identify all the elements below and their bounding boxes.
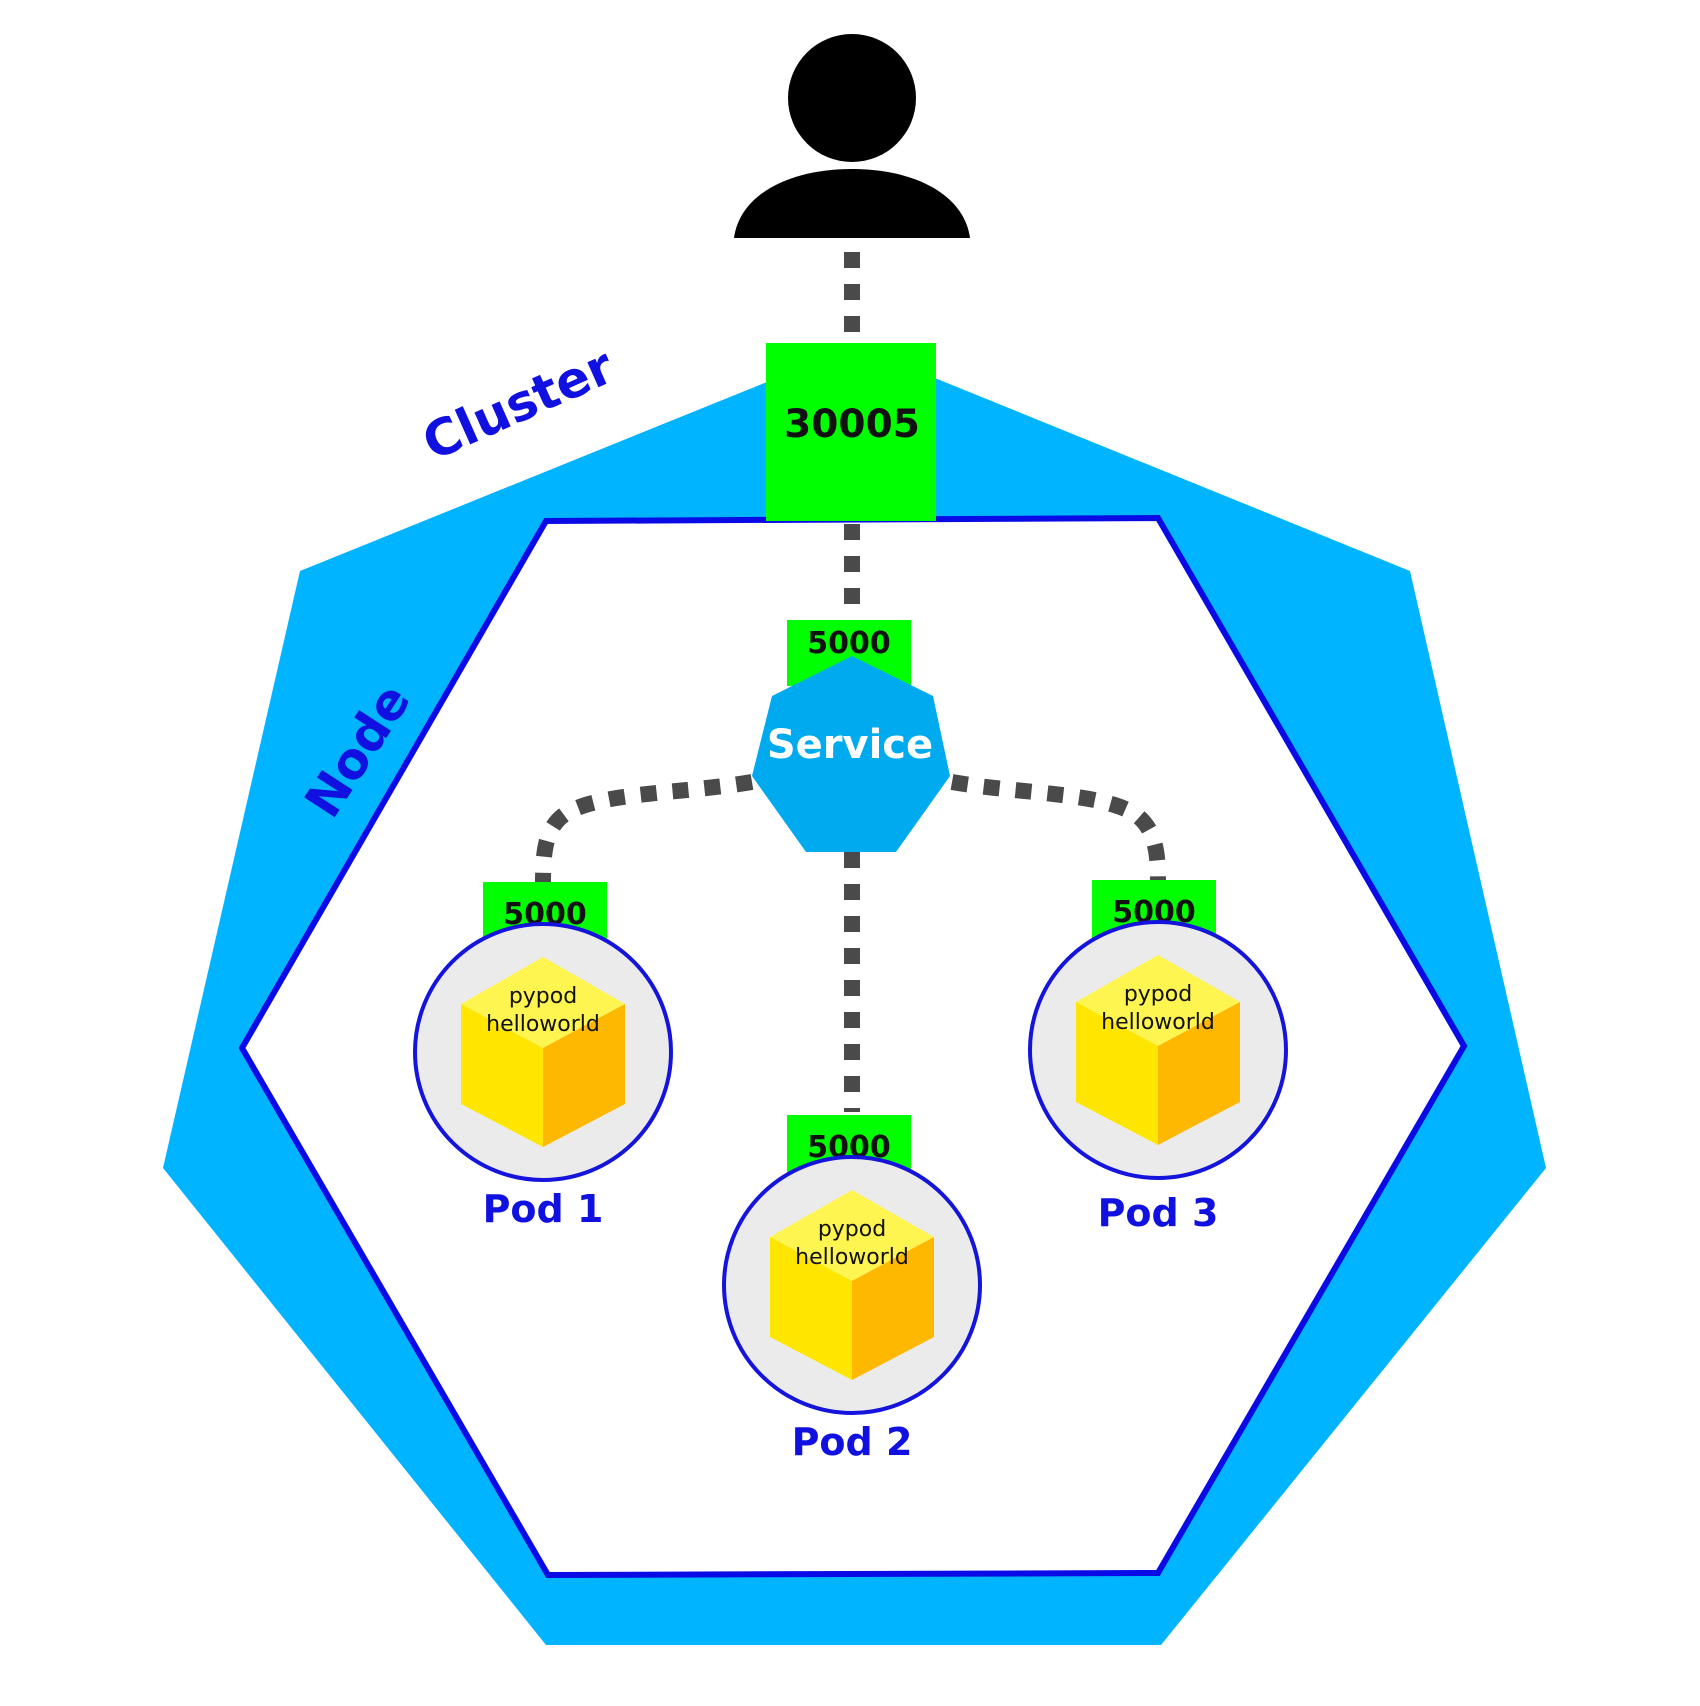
cube-right-face <box>1158 1002 1240 1145</box>
cube-icon <box>461 957 625 1147</box>
pod-3-label: Pod 3 <box>1098 1191 1219 1235</box>
cube-right-face <box>543 1004 625 1147</box>
pod-2-label: Pod 2 <box>792 1420 913 1464</box>
cube-top-face <box>461 957 625 1048</box>
nodeport-box <box>766 343 936 521</box>
cluster-label: Cluster <box>414 337 622 472</box>
cube-left-face <box>461 1004 543 1147</box>
cube-top-face <box>770 1190 934 1281</box>
cube-icon <box>1076 955 1240 1145</box>
nodeport-label: 30005 <box>784 402 920 447</box>
pod-3-image-line1: pypod <box>1124 982 1192 1007</box>
cube-left-face <box>770 1237 852 1380</box>
pod-1-image-line2: helloworld <box>486 1012 600 1037</box>
connector-lines <box>535 252 1166 1112</box>
service-label: Service <box>767 722 933 768</box>
cube-right-face <box>852 1237 934 1380</box>
connector-service-to-pod-3 <box>950 774 1166 881</box>
pod-2-image-line1: pypod <box>818 1217 886 1242</box>
pod-2-image-line2: helloworld <box>795 1245 909 1270</box>
pod-1-label: Pod 1 <box>483 1187 604 1231</box>
connector-service-to-pod-1 <box>535 774 754 885</box>
cube-top-face <box>1076 955 1240 1046</box>
pod-1-image-line1: pypod <box>509 984 577 1009</box>
service-port-label: 5000 <box>807 626 891 661</box>
user-icon-head <box>788 34 916 162</box>
user-icon-body <box>734 169 970 238</box>
pod-3-image-line2: helloworld <box>1101 1010 1215 1035</box>
service-shape <box>752 656 950 852</box>
cube-left-face <box>1076 1002 1158 1145</box>
cube-icon <box>770 1190 934 1380</box>
user-icon <box>734 34 970 238</box>
